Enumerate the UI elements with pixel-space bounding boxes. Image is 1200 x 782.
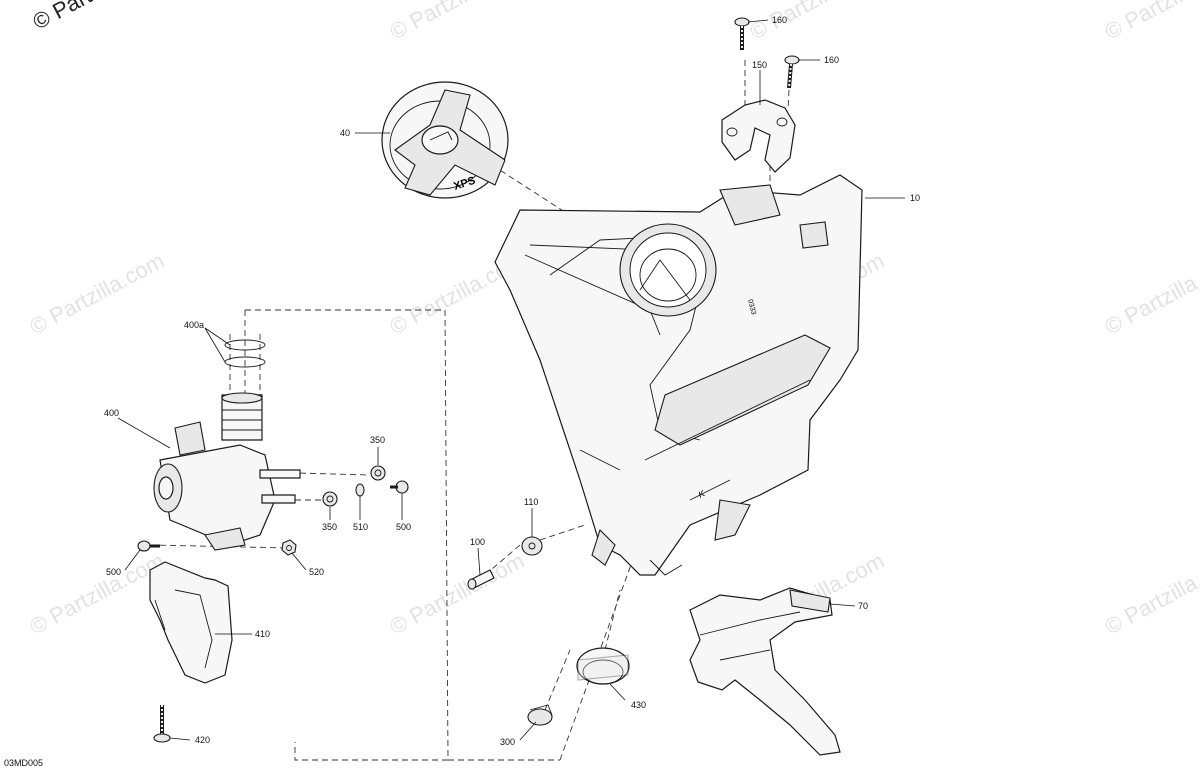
bracket-part-150[interactable] <box>721 99 796 173</box>
washer-part-110[interactable] <box>521 536 543 556</box>
spacer-part-100[interactable] <box>467 569 495 590</box>
callout-510: 510 <box>353 522 368 532</box>
bolt-part-500-right[interactable] <box>390 480 409 494</box>
copyright-label: © Partzilla <box>29 0 130 34</box>
watermark-text: © Partzilla.com <box>1101 0 1200 44</box>
callout-410: 410 <box>255 629 270 639</box>
oil-tank-part-10[interactable]: K 0333 <box>494 174 863 576</box>
tank-molded-text: 0333 <box>746 299 757 316</box>
callout-70: 70 <box>858 601 868 611</box>
callout-150: 150 <box>752 60 767 70</box>
callout-500: 500 <box>396 522 411 532</box>
cap-part-40[interactable]: XPS <box>381 81 509 199</box>
pump-part-400[interactable] <box>153 392 301 551</box>
callout-500: 500 <box>106 567 121 577</box>
screw-part-420[interactable] <box>153 705 171 743</box>
callout-350: 350 <box>370 435 385 445</box>
callout-100: 100 <box>470 537 485 547</box>
leader-lines <box>117 19 905 741</box>
screw-part-160-lower[interactable] <box>784 55 800 89</box>
watermark-text: © Partzilla.com <box>1101 548 1200 640</box>
watermark-text: © Partzilla.com <box>746 0 889 44</box>
nut-part-520[interactable] <box>281 539 297 556</box>
callout-430: 430 <box>631 700 646 710</box>
callout-160: 160 <box>772 15 787 25</box>
clamp-part-300[interactable] <box>527 704 553 726</box>
callout-420: 420 <box>195 735 210 745</box>
strap-part-410[interactable] <box>149 561 233 684</box>
callout-300: 300 <box>500 737 515 747</box>
diagram-code: 03MD005 <box>4 758 43 768</box>
watermark-text: © Partzilla.com <box>386 548 529 640</box>
callout-400: 400 <box>104 408 119 418</box>
support-part-70[interactable] <box>689 587 841 756</box>
callout-350: 350 <box>322 522 337 532</box>
callout-520: 520 <box>309 567 324 577</box>
callout-110: 110 <box>524 497 538 507</box>
watermark-text: © Partzilla.com <box>1101 248 1200 340</box>
screw-part-160-upper[interactable] <box>734 17 750 50</box>
callout-labels: 160 160 150 10 40 400a 400 350 350 510 5… <box>104 15 920 747</box>
watermark-text: © Partzilla.com <box>26 248 169 340</box>
callout-400a: 400a <box>184 320 204 330</box>
clip-part-350-lower[interactable] <box>322 491 338 507</box>
hose-clamp-part-430[interactable] <box>576 647 630 685</box>
washer-part-510[interactable] <box>355 483 365 497</box>
callout-160: 160 <box>824 55 839 65</box>
tank-marking: K <box>697 488 708 500</box>
watermark-text: © Partzilla.com <box>26 548 169 640</box>
callout-10: 10 <box>910 193 920 203</box>
watermark-text: © Partzilla.com <box>386 0 529 44</box>
clip-part-350-upper[interactable] <box>370 465 386 481</box>
callout-40: 40 <box>340 128 350 138</box>
bolt-part-500-left[interactable] <box>137 540 160 552</box>
